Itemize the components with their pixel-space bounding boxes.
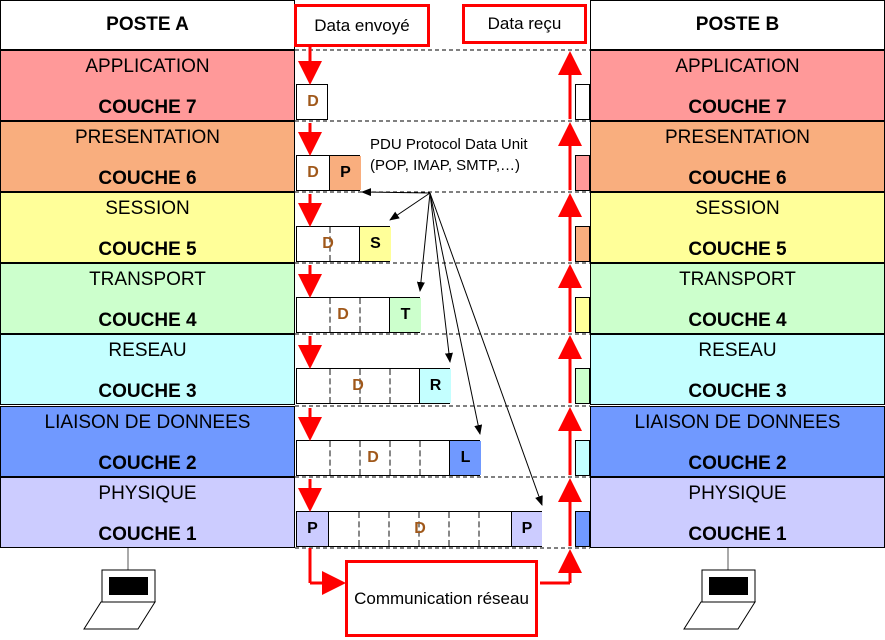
layer-number: COUCHE 2 <box>688 453 787 474</box>
layer-name: RESEAU <box>108 340 187 361</box>
layer-number: COUCHE 1 <box>98 524 197 545</box>
layer-name: LIAISON DE DONNEES <box>634 412 841 433</box>
layer-number: COUCHE 2 <box>98 453 197 474</box>
laptop-icon <box>683 548 756 630</box>
layer-b-2: LIAISON DE DONNEES COUCHE 2 <box>590 406 885 477</box>
segment-divider <box>388 512 390 546</box>
layer-b-5: SESSION COUCHE 5 <box>590 192 885 263</box>
layer-a-6: PRESENTATION COUCHE 6 <box>0 121 295 192</box>
segment-divider <box>329 227 331 261</box>
segment-divider <box>329 441 331 475</box>
layer-number: COUCHE 4 <box>688 310 787 331</box>
layer-name: PHYSIQUE <box>688 483 787 504</box>
segment-divider <box>419 441 421 475</box>
layer-number: COUCHE 6 <box>688 168 787 189</box>
data-segment: D <box>337 306 349 323</box>
layer-b-3: RESEAU COUCHE 3 <box>590 334 885 405</box>
trailer-segment: P <box>511 512 542 546</box>
layer-a-2: LIAISON DE DONNEES COUCHE 2 <box>0 406 295 477</box>
data-segment: D <box>367 449 379 466</box>
pdu-protocols: (POP, IMAP, SMTP,…) <box>370 157 521 174</box>
segment-divider <box>359 369 361 403</box>
data-sent-box: Data envoyé <box>294 4 430 47</box>
layer-number: COUCHE 4 <box>98 310 197 331</box>
segment-divider <box>418 512 420 546</box>
layer-name: TRANSPORT <box>679 269 796 290</box>
layer-name: PRESENTATION <box>665 127 810 148</box>
segment-divider <box>478 512 480 546</box>
layer-b-6: PRESENTATION COUCHE 6 <box>590 121 885 192</box>
data-received-box: Data reçu <box>462 4 587 44</box>
segment-divider <box>448 512 450 546</box>
layer-number: COUCHE 1 <box>688 524 787 545</box>
layer-a-1: PHYSIQUE COUCHE 1 <box>0 477 295 548</box>
data-segment: D <box>414 520 426 537</box>
laptop-icon <box>83 548 156 630</box>
layer-a-7: APPLICATION COUCHE 7 <box>0 50 295 121</box>
layer-name: TRANSPORT <box>89 269 206 290</box>
layer-number: COUCHE 3 <box>98 381 197 402</box>
received-packet-layer-4 <box>575 297 590 333</box>
segment-divider <box>329 369 331 403</box>
packet-layer-7: D <box>296 84 328 120</box>
header-segment: T <box>389 298 421 332</box>
pdu-pointer-arrow <box>416 192 431 292</box>
layer-b-1: PHYSIQUE COUCHE 1 <box>590 477 885 548</box>
segment-divider <box>359 441 361 475</box>
received-packet-layer-6 <box>575 155 590 191</box>
data-segment: D <box>307 93 319 110</box>
layer-name: PHYSIQUE <box>98 483 197 504</box>
received-packet-layer-5 <box>575 226 590 262</box>
layer-a-4: TRANSPORT COUCHE 4 <box>0 263 295 334</box>
header-segment: P <box>297 512 329 546</box>
pdu-pointer-arrow <box>429 192 453 363</box>
received-packet-layer-2 <box>575 440 590 476</box>
layer-name: APPLICATION <box>675 56 800 77</box>
data-segment: D <box>322 235 334 252</box>
header-segment: L <box>449 441 481 475</box>
data-segment: D <box>352 377 364 394</box>
segment-divider <box>389 441 391 475</box>
segment-divider <box>359 298 361 332</box>
layer-name: APPLICATION <box>85 56 210 77</box>
layer-name: PRESENTATION <box>75 127 220 148</box>
layer-number: COUCHE 3 <box>688 381 787 402</box>
layer-number: COUCHE 5 <box>688 239 787 260</box>
layer-name: LIAISON DE DONNEES <box>44 412 251 433</box>
network-communication-box: Communication réseau <box>345 560 538 637</box>
header-segment: R <box>419 369 451 403</box>
segment-divider <box>358 512 360 546</box>
pdu-label: PDU Protocol Data Unit (POP, IMAP, SMTP,…… <box>370 134 528 176</box>
segment-divider <box>389 369 391 403</box>
pdu-pointer-arrow <box>389 192 431 221</box>
segment-divider <box>329 298 331 332</box>
layer-number: COUCHE 6 <box>98 168 197 189</box>
layer-b-7: APPLICATION COUCHE 7 <box>590 50 885 121</box>
pdu-pointer-arrow <box>429 192 483 435</box>
received-packet-layer-7 <box>575 84 590 120</box>
received-packet-layer-3 <box>575 368 590 404</box>
layer-name: SESSION <box>105 198 190 219</box>
received-packet-layer-1 <box>575 511 590 547</box>
layer-name: RESEAU <box>698 340 777 361</box>
pdu-pointer-arrow <box>429 192 543 506</box>
header-segment: S <box>359 227 391 261</box>
layer-number: COUCHE 5 <box>98 239 197 260</box>
layer-name: SESSION <box>695 198 780 219</box>
layer-b-4: TRANSPORT COUCHE 4 <box>590 263 885 334</box>
layer-a-5: SESSION COUCHE 5 <box>0 192 295 263</box>
pdu-title: PDU Protocol Data Unit <box>370 136 528 153</box>
layer-a-3: RESEAU COUCHE 3 <box>0 334 295 405</box>
layer-number: COUCHE 7 <box>688 97 787 118</box>
data-segment: D <box>307 164 319 181</box>
header-segment: P <box>329 156 361 190</box>
layer-number: COUCHE 7 <box>98 97 197 118</box>
